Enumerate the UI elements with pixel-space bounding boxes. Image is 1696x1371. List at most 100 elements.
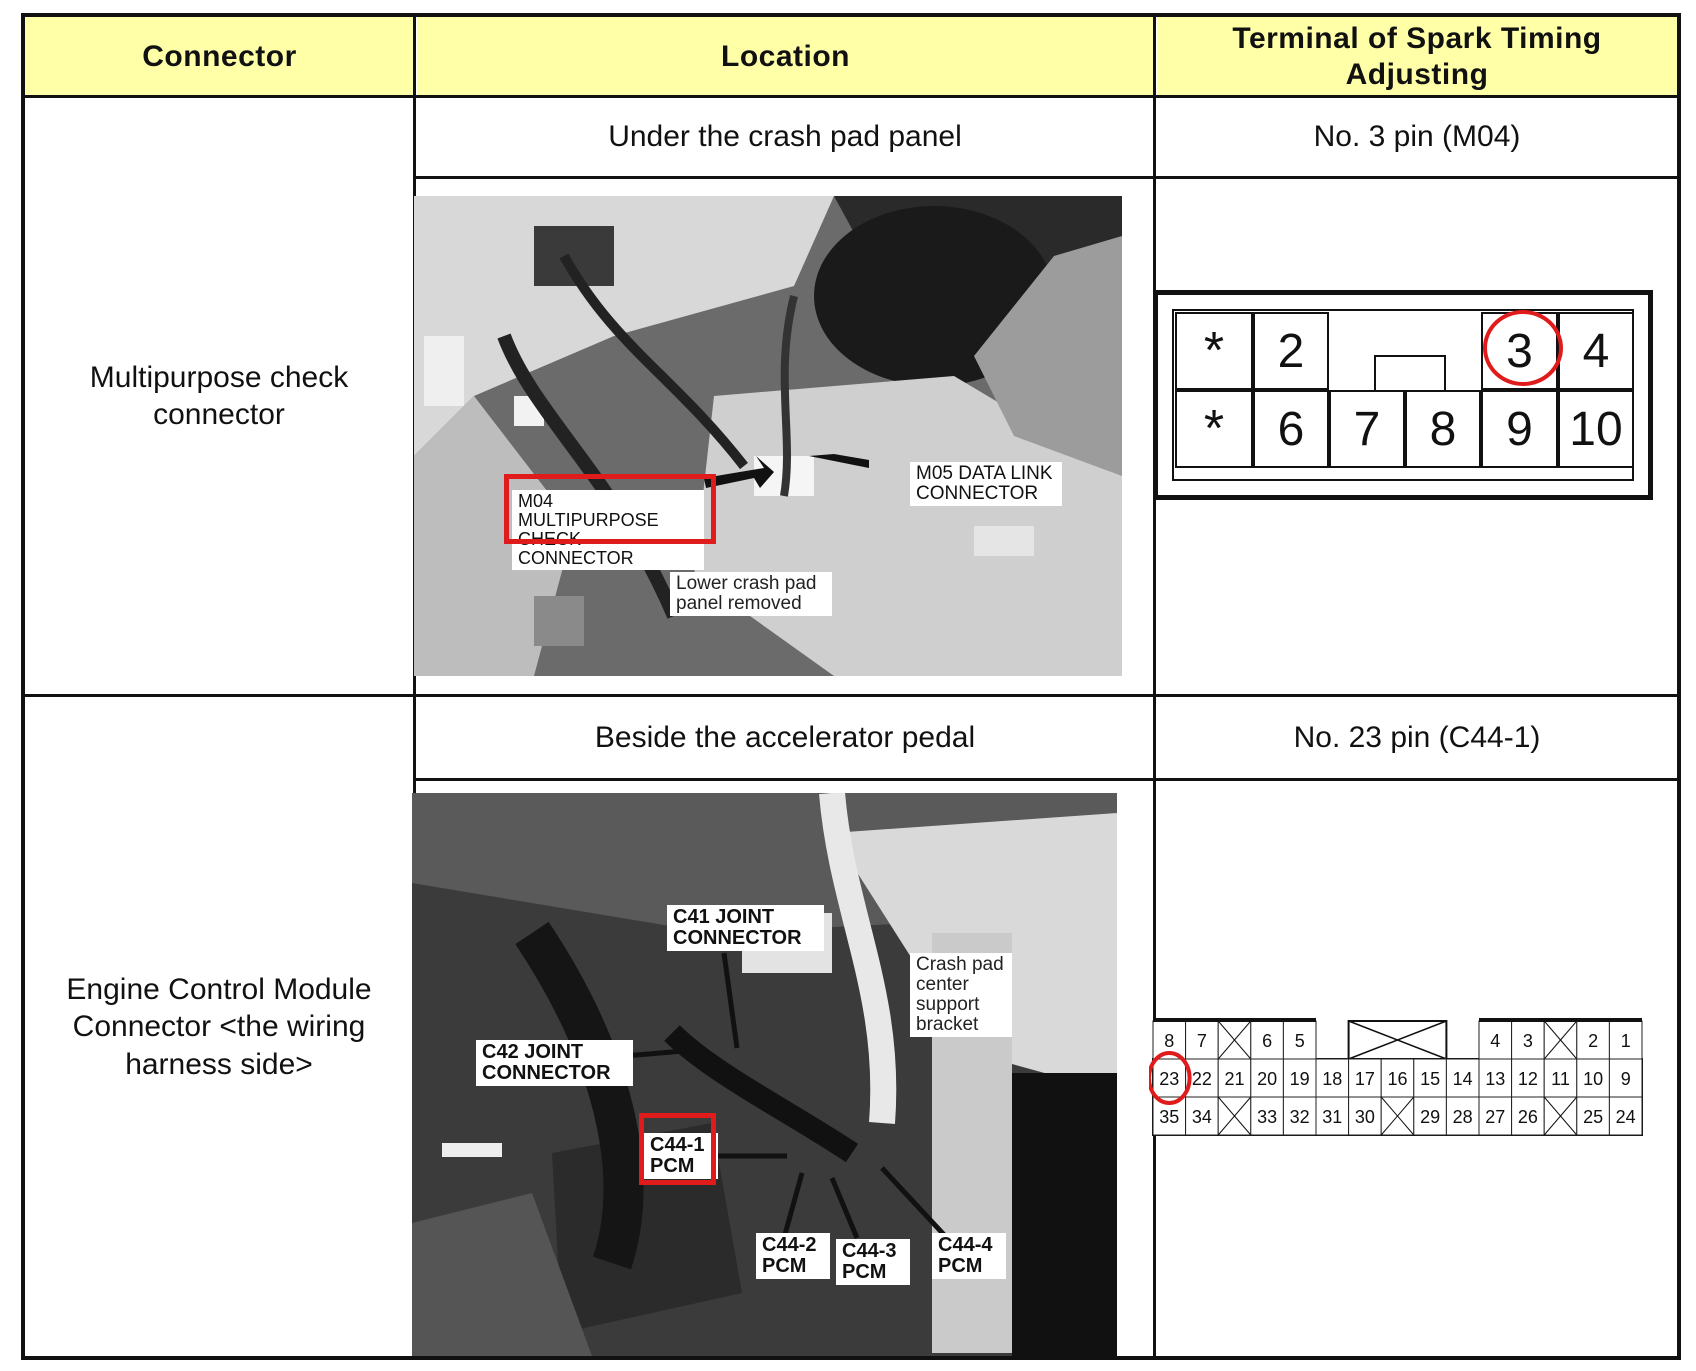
c44-1-pin-label: 6: [1262, 1031, 1272, 1051]
c44-1-pin-label: 20: [1257, 1069, 1277, 1089]
c44-1-highlight-box: [639, 1113, 716, 1185]
m04-location-photo: M04 MULTIPURPOSE CHECK CONNECTOR M05 DAT…: [414, 196, 1122, 676]
c44-2-label: C44-2 PCM: [756, 1233, 830, 1279]
c44-1-pin-label: 33: [1257, 1107, 1277, 1127]
header-location: Location: [417, 17, 1154, 96]
c44-1-pin-cell: [1478, 1058, 1513, 1098]
col-divider-2: [1153, 13, 1156, 1360]
c44-1-pin-cell: [1185, 1096, 1219, 1136]
m04-highlight-box: [504, 474, 716, 544]
m04-pin-bottom-1: *: [1175, 390, 1253, 468]
c44-1-pin-label: 18: [1322, 1069, 1342, 1089]
c44-1-pin-cell: [1282, 1058, 1317, 1098]
m04-pin-6: 6: [1253, 390, 1329, 468]
c42-label: C42 JOINT CONNECTOR: [476, 1040, 633, 1086]
c44-1-pin-label: 8: [1164, 1031, 1174, 1051]
c44-1-pin-label: 11: [1551, 1069, 1570, 1089]
c44-1-pin-label: 29: [1420, 1107, 1440, 1127]
row2-sub-divider: [413, 778, 1681, 781]
c44-1-empty-cavity-cross: [1217, 1096, 1252, 1136]
m04-pin-8: 8: [1405, 390, 1481, 468]
m04-label: M04 MULTIPURPOSE CHECK CONNECTOR: [512, 490, 704, 570]
c44-1-pin-cell: [1543, 1058, 1578, 1098]
row1-connector: Multipurpose check connector: [89, 360, 349, 432]
m04-pin-top-1: *: [1175, 312, 1253, 390]
c44-1-pin-label: 5: [1295, 1031, 1305, 1051]
c44-1-pin-label: 16: [1387, 1069, 1407, 1089]
c44-1-label: C44-1 PCM: [644, 1133, 718, 1179]
row1-location: Under the crash pad panel: [608, 120, 962, 154]
crash-pad-bracket-label: Crash pad center support bracket: [910, 953, 1012, 1037]
c44-1-pin-cell: [1576, 1096, 1610, 1136]
c44-1-pin-label: 17: [1355, 1069, 1375, 1089]
m04-pin-9: 9: [1481, 390, 1558, 468]
c44-1-pin-label: 23: [1159, 1069, 1179, 1089]
c44-4-label: C44-4 PCM: [932, 1233, 1006, 1279]
c44-1-pin-label: 25: [1583, 1107, 1603, 1127]
m04-pin-diagram: * 2 3 4 * 6 7 8 9 10: [1153, 290, 1653, 500]
m04-pin-2: 2: [1253, 312, 1329, 390]
row-divider: [21, 694, 1681, 697]
c44-1-pin-cell: [1478, 1096, 1513, 1136]
c44-1-empty-cavity-cross: [1543, 1020, 1578, 1060]
c44-1-pin-label: 10: [1583, 1069, 1603, 1089]
m04-pin-3-highlight-circle: [1483, 310, 1563, 386]
c44-1-pin-cell: [1445, 1058, 1480, 1098]
row1-sub-divider: [413, 176, 1681, 179]
c44-1-pin-label: 21: [1224, 1069, 1244, 1089]
c44-1-pin-23-highlight-circle: [1149, 1051, 1192, 1105]
c44-1-pin-label: 4: [1490, 1031, 1500, 1051]
m04-pin-4: 4: [1558, 312, 1634, 390]
c44-location-photo: C41 JOINT CONNECTOR C42 JOINT CONNECTOR …: [412, 793, 1117, 1356]
c44-1-pin-cell: [1608, 1096, 1643, 1136]
c44-1-pin-label: 30: [1355, 1107, 1375, 1127]
row2-terminal: No. 23 pin (C44-1): [1293, 720, 1541, 754]
c44-1-pin-label: 35: [1159, 1107, 1179, 1127]
c44-1-empty-cavity-cross: [1543, 1096, 1578, 1136]
c44-1-pin-label: 31: [1322, 1107, 1342, 1127]
m04-key-notch: [1374, 355, 1446, 393]
lower-crash-pad-label: Lower crash pad panel removed: [670, 572, 832, 616]
c44-1-pin-label: 26: [1518, 1107, 1538, 1127]
c44-1-pin-label: 2: [1588, 1031, 1598, 1051]
c44-1-latch-edge: [1479, 1018, 1642, 1022]
c41-label: C41 JOINT CONNECTOR: [667, 905, 824, 951]
c44-1-pin-cell: [1348, 1096, 1382, 1136]
row2-connector: Engine Control Module Connector <the wir…: [66, 972, 372, 1081]
dashboard-photo-illustration: [414, 196, 1122, 676]
c44-1-empty-cavity-cross: [1380, 1096, 1415, 1136]
c44-1-pin-label: 32: [1290, 1107, 1310, 1127]
c44-1-pin-cell: [1152, 1096, 1187, 1136]
c44-1-pin-cell: [1315, 1058, 1350, 1098]
c44-1-pin-label: 19: [1290, 1069, 1310, 1089]
c44-1-pin-cell: [1413, 1096, 1447, 1136]
c44-1-pin-cell: [1315, 1096, 1350, 1136]
c44-1-pin-label: 27: [1485, 1107, 1505, 1127]
m04-pin-7: 7: [1329, 390, 1405, 468]
c44-1-pin-label: 28: [1453, 1107, 1473, 1127]
header-divider: [21, 95, 1681, 98]
m04-pin-10: 10: [1558, 390, 1634, 468]
c44-1-pin-cell: [1250, 1096, 1284, 1136]
c44-1-pin-label: 15: [1420, 1069, 1440, 1089]
row2-location: Beside the accelerator pedal: [594, 720, 976, 754]
c44-1-pin-cell: [1608, 1058, 1643, 1098]
header-connector: Connector: [25, 17, 414, 96]
c44-1-pin-cell: [1250, 1058, 1284, 1098]
c44-1-pin-cell: [1445, 1096, 1480, 1136]
c44-1-pin-label: 34: [1192, 1107, 1212, 1127]
c44-1-pin-cell: [1282, 1096, 1317, 1136]
c44-1-pin-label: 1: [1621, 1031, 1631, 1051]
c44-1-pin-cell: [1185, 1020, 1219, 1060]
c44-1-pin-label: 22: [1192, 1069, 1212, 1089]
table-frame: [21, 13, 1681, 1360]
c44-3-label: C44-3 PCM: [836, 1239, 910, 1285]
row1-terminal: No. 3 pin (M04): [1313, 120, 1521, 154]
header-terminal: Terminal of Spark Timing Adjusting: [1157, 17, 1677, 96]
c44-1-pin-label: 7: [1197, 1031, 1207, 1051]
c44-1-pin-label: 9: [1621, 1069, 1631, 1089]
c44-1-empty-cavity-cross: [1217, 1020, 1252, 1060]
c44-1-latch-edge: [1153, 1018, 1316, 1022]
